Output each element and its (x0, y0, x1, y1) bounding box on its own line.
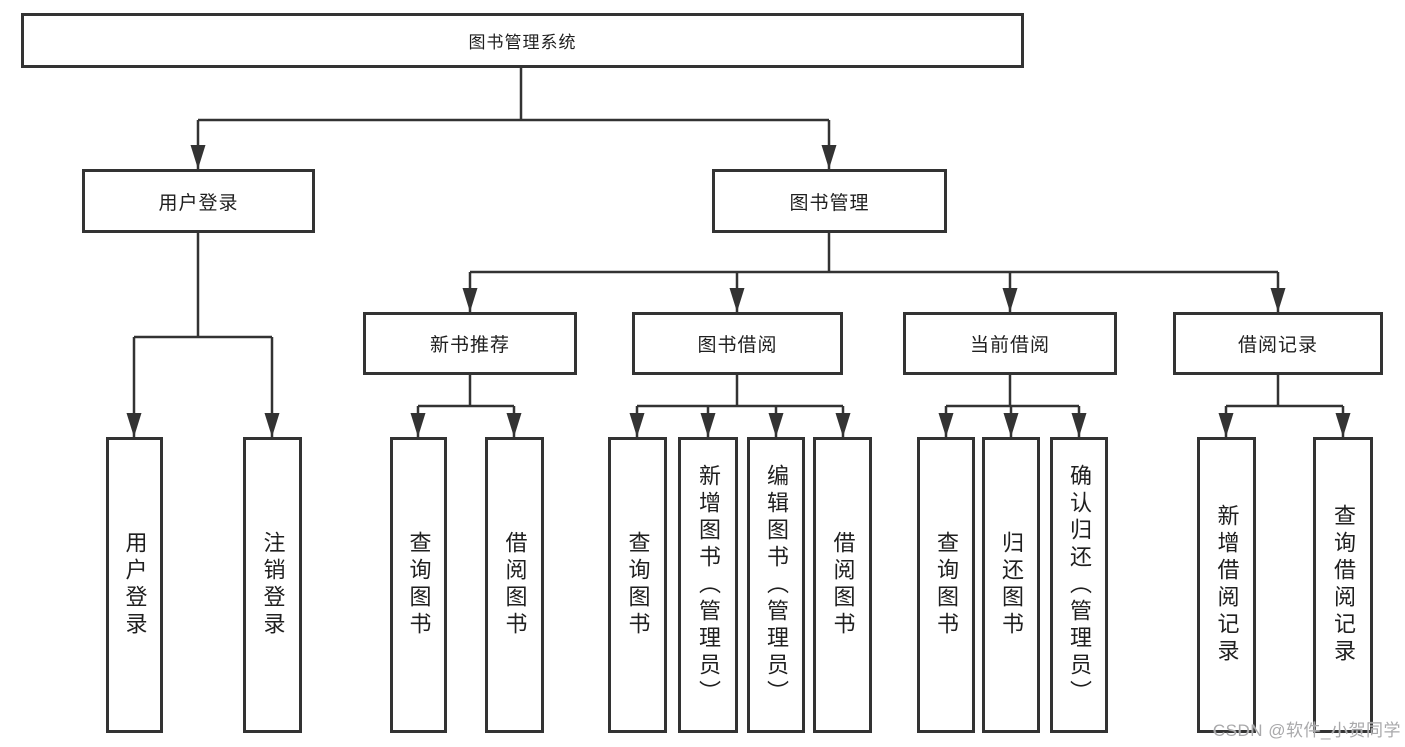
node-label: 查询借阅记录 (1331, 504, 1356, 666)
node-label: 查询图书 (406, 531, 432, 639)
node-label: 新书推荐 (429, 335, 510, 356)
node-label: 借阅图书 (830, 531, 856, 639)
leaf-confirm-return-admin: 确认归还（管理员） (1050, 437, 1108, 733)
node-label: 确认归还（管理员） (1067, 463, 1092, 707)
leaf-logout: 注销登录 (243, 437, 302, 733)
leaf-return-books: 归还图书 (982, 437, 1040, 733)
node-current-borrow: 当前借阅 (903, 312, 1117, 375)
csdn-watermark: CSDN @软件_小贺同学 (1212, 721, 1401, 740)
leaf-borrow-books: 借阅图书 (813, 437, 872, 733)
node-user-login: 用户登录 (82, 169, 315, 233)
leaf-query-books-recommend: 查询图书 (390, 437, 447, 733)
leaf-add-book-admin: 新增图书（管理员） (678, 437, 738, 733)
leaf-query-books-current: 查询图书 (917, 437, 975, 733)
node-label: 借阅记录 (1237, 335, 1318, 356)
node-label: 查询图书 (934, 531, 959, 639)
leaf-add-borrow-record: 新增借阅记录 (1197, 437, 1256, 733)
node-label: 查询图书 (625, 531, 651, 639)
leaf-edit-book-admin: 编辑图书（管理员） (747, 437, 805, 733)
leaf-user-login: 用户登录 (106, 437, 163, 733)
leaf-query-books-borrow: 查询图书 (608, 437, 667, 733)
node-new-book-recommend: 新书推荐 (363, 312, 577, 375)
leaf-borrow-books-recommend: 借阅图书 (485, 437, 544, 733)
node-label: 用户登录 (122, 531, 148, 639)
node-label: 图书借阅 (697, 335, 778, 356)
node-label: 注销登录 (260, 531, 286, 639)
node-label: 归还图书 (999, 531, 1024, 639)
node-label: 当前借阅 (969, 335, 1050, 356)
node-label: 新增图书（管理员） (696, 463, 721, 707)
node-label: 图书管理 (789, 192, 870, 214)
node-root-library-system: 图书管理系统 (21, 13, 1024, 68)
node-label: 编辑图书（管理员） (764, 463, 789, 707)
node-label: 图书管理系统 (468, 33, 577, 52)
node-book-borrow: 图书借阅 (632, 312, 843, 375)
node-label: 用户登录 (158, 192, 239, 214)
node-label: 借阅图书 (502, 531, 528, 639)
node-book-management: 图书管理 (712, 169, 947, 233)
node-label: 新增借阅记录 (1214, 504, 1240, 666)
node-borrow-records: 借阅记录 (1173, 312, 1383, 375)
leaf-query-borrow-record: 查询借阅记录 (1313, 437, 1373, 733)
